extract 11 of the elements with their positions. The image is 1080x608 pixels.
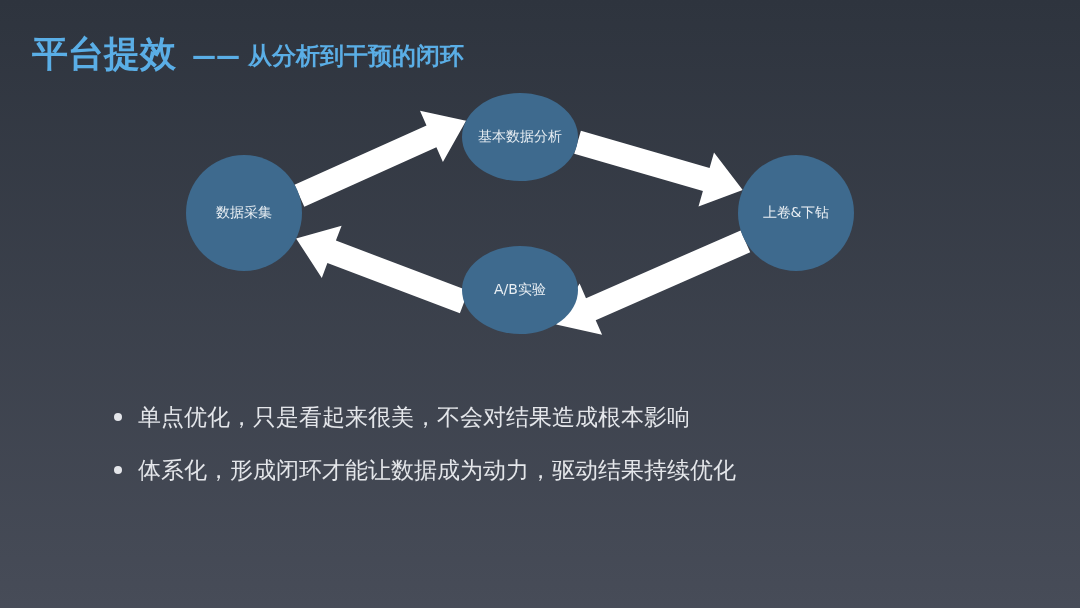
process-circle: 上卷&下钻 xyxy=(738,155,854,271)
block-arrow xyxy=(556,230,751,335)
title: 平台提效 xyxy=(32,32,176,76)
block-arrow xyxy=(574,130,743,207)
process-ellipse: A/B实验 xyxy=(462,246,578,334)
bullet-point: 单点优化，只是看起来很美，不会对结果造成根本影响 xyxy=(138,403,690,432)
block-arrow xyxy=(294,110,467,207)
subtitle: —— 从分析到干预的闭环 xyxy=(192,41,465,72)
bullet-point: 体系化，形成闭环才能让数据成为动力，驱动结果持续优化 xyxy=(138,456,736,485)
process-ellipse: 基本数据分析 xyxy=(462,93,578,181)
process-circle: 数据采集 xyxy=(186,155,302,271)
